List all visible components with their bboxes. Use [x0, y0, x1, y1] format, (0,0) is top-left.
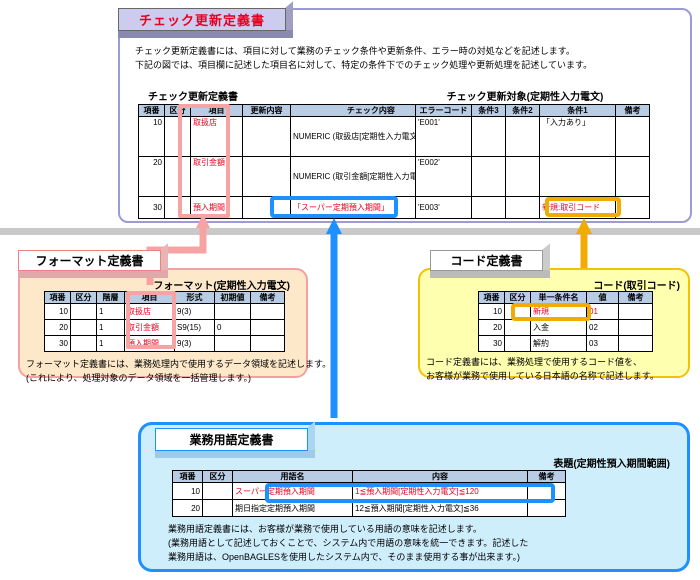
cell-note	[615, 196, 650, 219]
cell-note	[250, 335, 285, 352]
table-row: 20 1 取引金額 S9(15) 0	[44, 319, 285, 336]
col-level: 階層	[96, 291, 125, 304]
table-row: 30 1 預入期間 9(3)	[44, 335, 285, 352]
tab-bottom	[18, 270, 168, 278]
cell-no: 10	[138, 116, 165, 157]
col-cond3: 条件3	[471, 104, 506, 117]
col-check: チェック内容	[290, 104, 452, 117]
col-errcode: エラーコード	[415, 104, 472, 117]
format-definition-title-text: フォーマット定義書	[18, 250, 161, 271]
check-table-caption: チェック更新定義書	[148, 92, 238, 103]
col-name: 単一条件名	[530, 291, 587, 304]
code-definition-table: 項番 区分 単一条件名 値 備考 10 新規 01 20 入金 02 30 解約…	[478, 291, 653, 352]
tab-bottom	[430, 270, 550, 278]
cell-cond3	[471, 116, 506, 157]
col-kubun: 区分	[504, 291, 531, 304]
table-row: 30 解約 03	[478, 335, 653, 352]
term-table-caption: 表題(定期性預入期間範囲)	[553, 459, 670, 470]
cell-cond1: 「入力あり」	[539, 116, 616, 157]
col-no: 項番	[44, 291, 71, 304]
cell-note	[618, 335, 653, 352]
code-table-caption: コード(取引コード)	[593, 281, 680, 292]
business-term-title-text: 業務用語定義書	[155, 428, 308, 451]
col-note: 備考	[615, 104, 650, 117]
check-definition-title-tab: チェック更新定義書	[118, 1, 293, 39]
cell-errcode: 'E002'	[415, 156, 472, 197]
check-definition-description: チェック更新定義書には、項目に対して業務のチェック条件や更新条件、エラー時の対処…	[135, 46, 593, 70]
col-no: 項番	[172, 470, 203, 483]
cell-no: 30	[44, 335, 71, 352]
table-header-row: 項番 区分 用語名 内容 備考	[172, 470, 566, 483]
format-definition-table: 項番 区分 階層 項目 形式 初期値 備考 10 1 取扱店 9(3) 20 1…	[44, 291, 285, 352]
cell-no: 20	[138, 156, 165, 197]
table-header-row: エラーコード 条件3 条件2 条件1 備考	[415, 104, 650, 117]
col-init: 初期値	[214, 291, 251, 304]
format-definition-title-tab: フォーマット定義書	[18, 243, 168, 278]
cell-errcode: 'E001'	[415, 116, 472, 157]
col-kubun: 区分	[70, 291, 97, 304]
cell-value: 03	[586, 335, 619, 352]
cell-item: 取引金額	[190, 156, 243, 197]
table-header-row: 項番 区分 単一条件名 値 備考	[478, 291, 653, 304]
code-definition-title-tab: コード定義書	[430, 243, 550, 278]
code-definition-description: コード定義書には、業務処理で使用するコード値を、 お客様が業務で使用している日本…	[426, 357, 659, 381]
cell-update	[242, 196, 291, 219]
cell-note	[615, 156, 650, 197]
col-kubun: 区分	[202, 470, 233, 483]
table-row: 30 預入期間 「スーパー定期預入期間」	[138, 196, 452, 219]
code-definition-title-text: コード定義書	[430, 250, 543, 271]
table-row: 'E002'	[415, 156, 650, 197]
business-term-description: 業務用語定義書には、お客様が業務で使用している用語の意味を記述します。 (業務用…	[168, 524, 529, 562]
format-definition-description: フォーマット定義書には、業務処理内で使用するデータ領域を記述します。 (これによ…	[26, 359, 332, 383]
cell-item: 取扱店	[190, 116, 243, 157]
tab-bottom	[118, 30, 293, 38]
business-term-title-tab: 業務用語定義書	[155, 421, 315, 458]
cell-no: 20	[172, 499, 203, 517]
cell-update	[242, 116, 291, 157]
tab-bottom	[155, 450, 315, 458]
cell-cond3	[471, 156, 506, 197]
section-divider	[0, 228, 700, 235]
check-definition-title-text: チェック更新定義書	[118, 8, 286, 31]
target-table-caption: チェック更新対象(定期性入力電文)	[446, 92, 604, 103]
format-table-caption: フォーマット(定期性入力電文)	[153, 281, 290, 292]
col-note: 備考	[618, 291, 653, 304]
cell-cond2	[505, 156, 540, 197]
business-term-table: 項番 区分 用語名 内容 備考 10 スーパー定期預入期間 1≦預入期間[定期性…	[172, 470, 566, 517]
table-row: 10 1 取扱店 9(3)	[44, 303, 285, 320]
col-note: 備考	[527, 470, 566, 483]
